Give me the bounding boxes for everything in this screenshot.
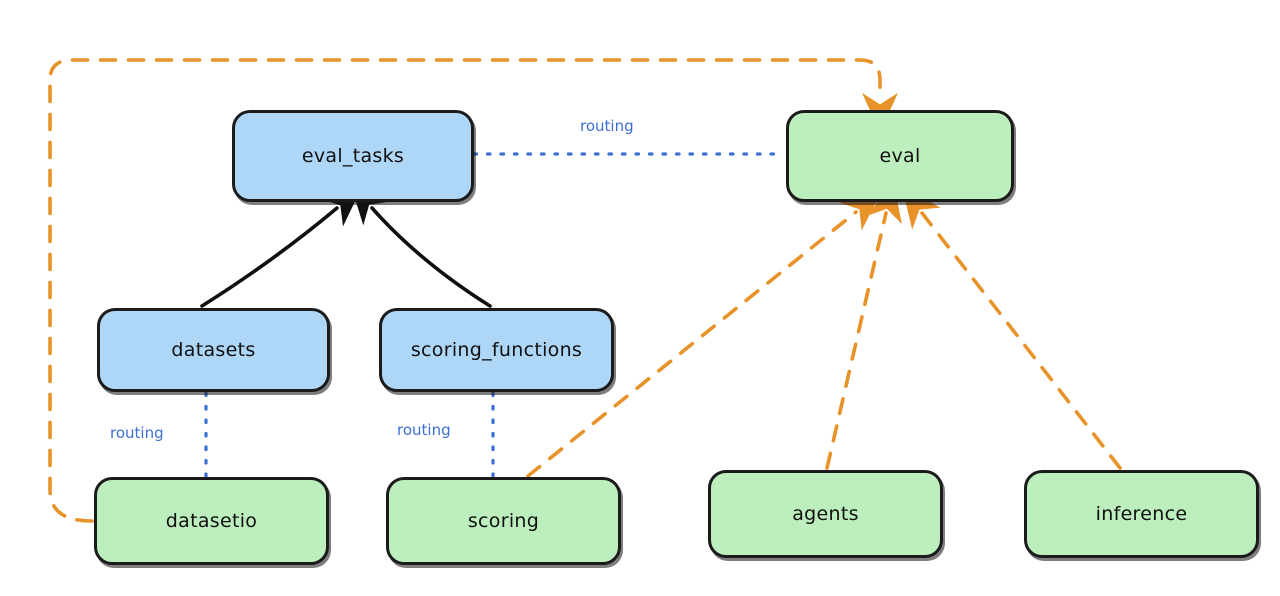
node-label-agents: agents	[792, 503, 859, 525]
node-scoring-functions[interactable]: scoring_functions	[379, 308, 614, 392]
edge-datasets-to-eval-tasks	[200, 187, 362, 308]
node-label-scoring-functions: scoring_functions	[410, 339, 583, 361]
edge-label-routing-eval-tasks-eval: routing	[580, 117, 634, 135]
edge-scoring-functions-to-eval-tasks	[350, 183, 492, 308]
node-scoring[interactable]: scoring	[386, 477, 621, 565]
node-label-eval: eval	[879, 145, 921, 167]
edge-inference-to-eval	[902, 187, 1122, 470]
node-eval-tasks[interactable]: eval_tasks	[232, 110, 474, 202]
node-label-eval-tasks: eval_tasks	[301, 145, 405, 167]
node-label-datasets: datasets	[171, 339, 256, 361]
edge-label-routing-scoring-functions-scoring: routing	[397, 421, 451, 439]
edge-label-routing-datasets-datasetio: routing	[110, 424, 164, 442]
node-label-inference: inference	[1095, 503, 1188, 525]
node-datasetio[interactable]: datasetio	[94, 477, 329, 565]
node-agents[interactable]: agents	[708, 470, 943, 558]
node-label-scoring: scoring	[467, 510, 540, 532]
edge-agents-to-eval	[825, 181, 902, 470]
node-inference[interactable]: inference	[1024, 470, 1259, 558]
node-label-datasetio: datasetio	[165, 510, 258, 532]
node-datasets[interactable]: datasets	[97, 308, 330, 392]
node-eval[interactable]: eval	[786, 110, 1014, 202]
